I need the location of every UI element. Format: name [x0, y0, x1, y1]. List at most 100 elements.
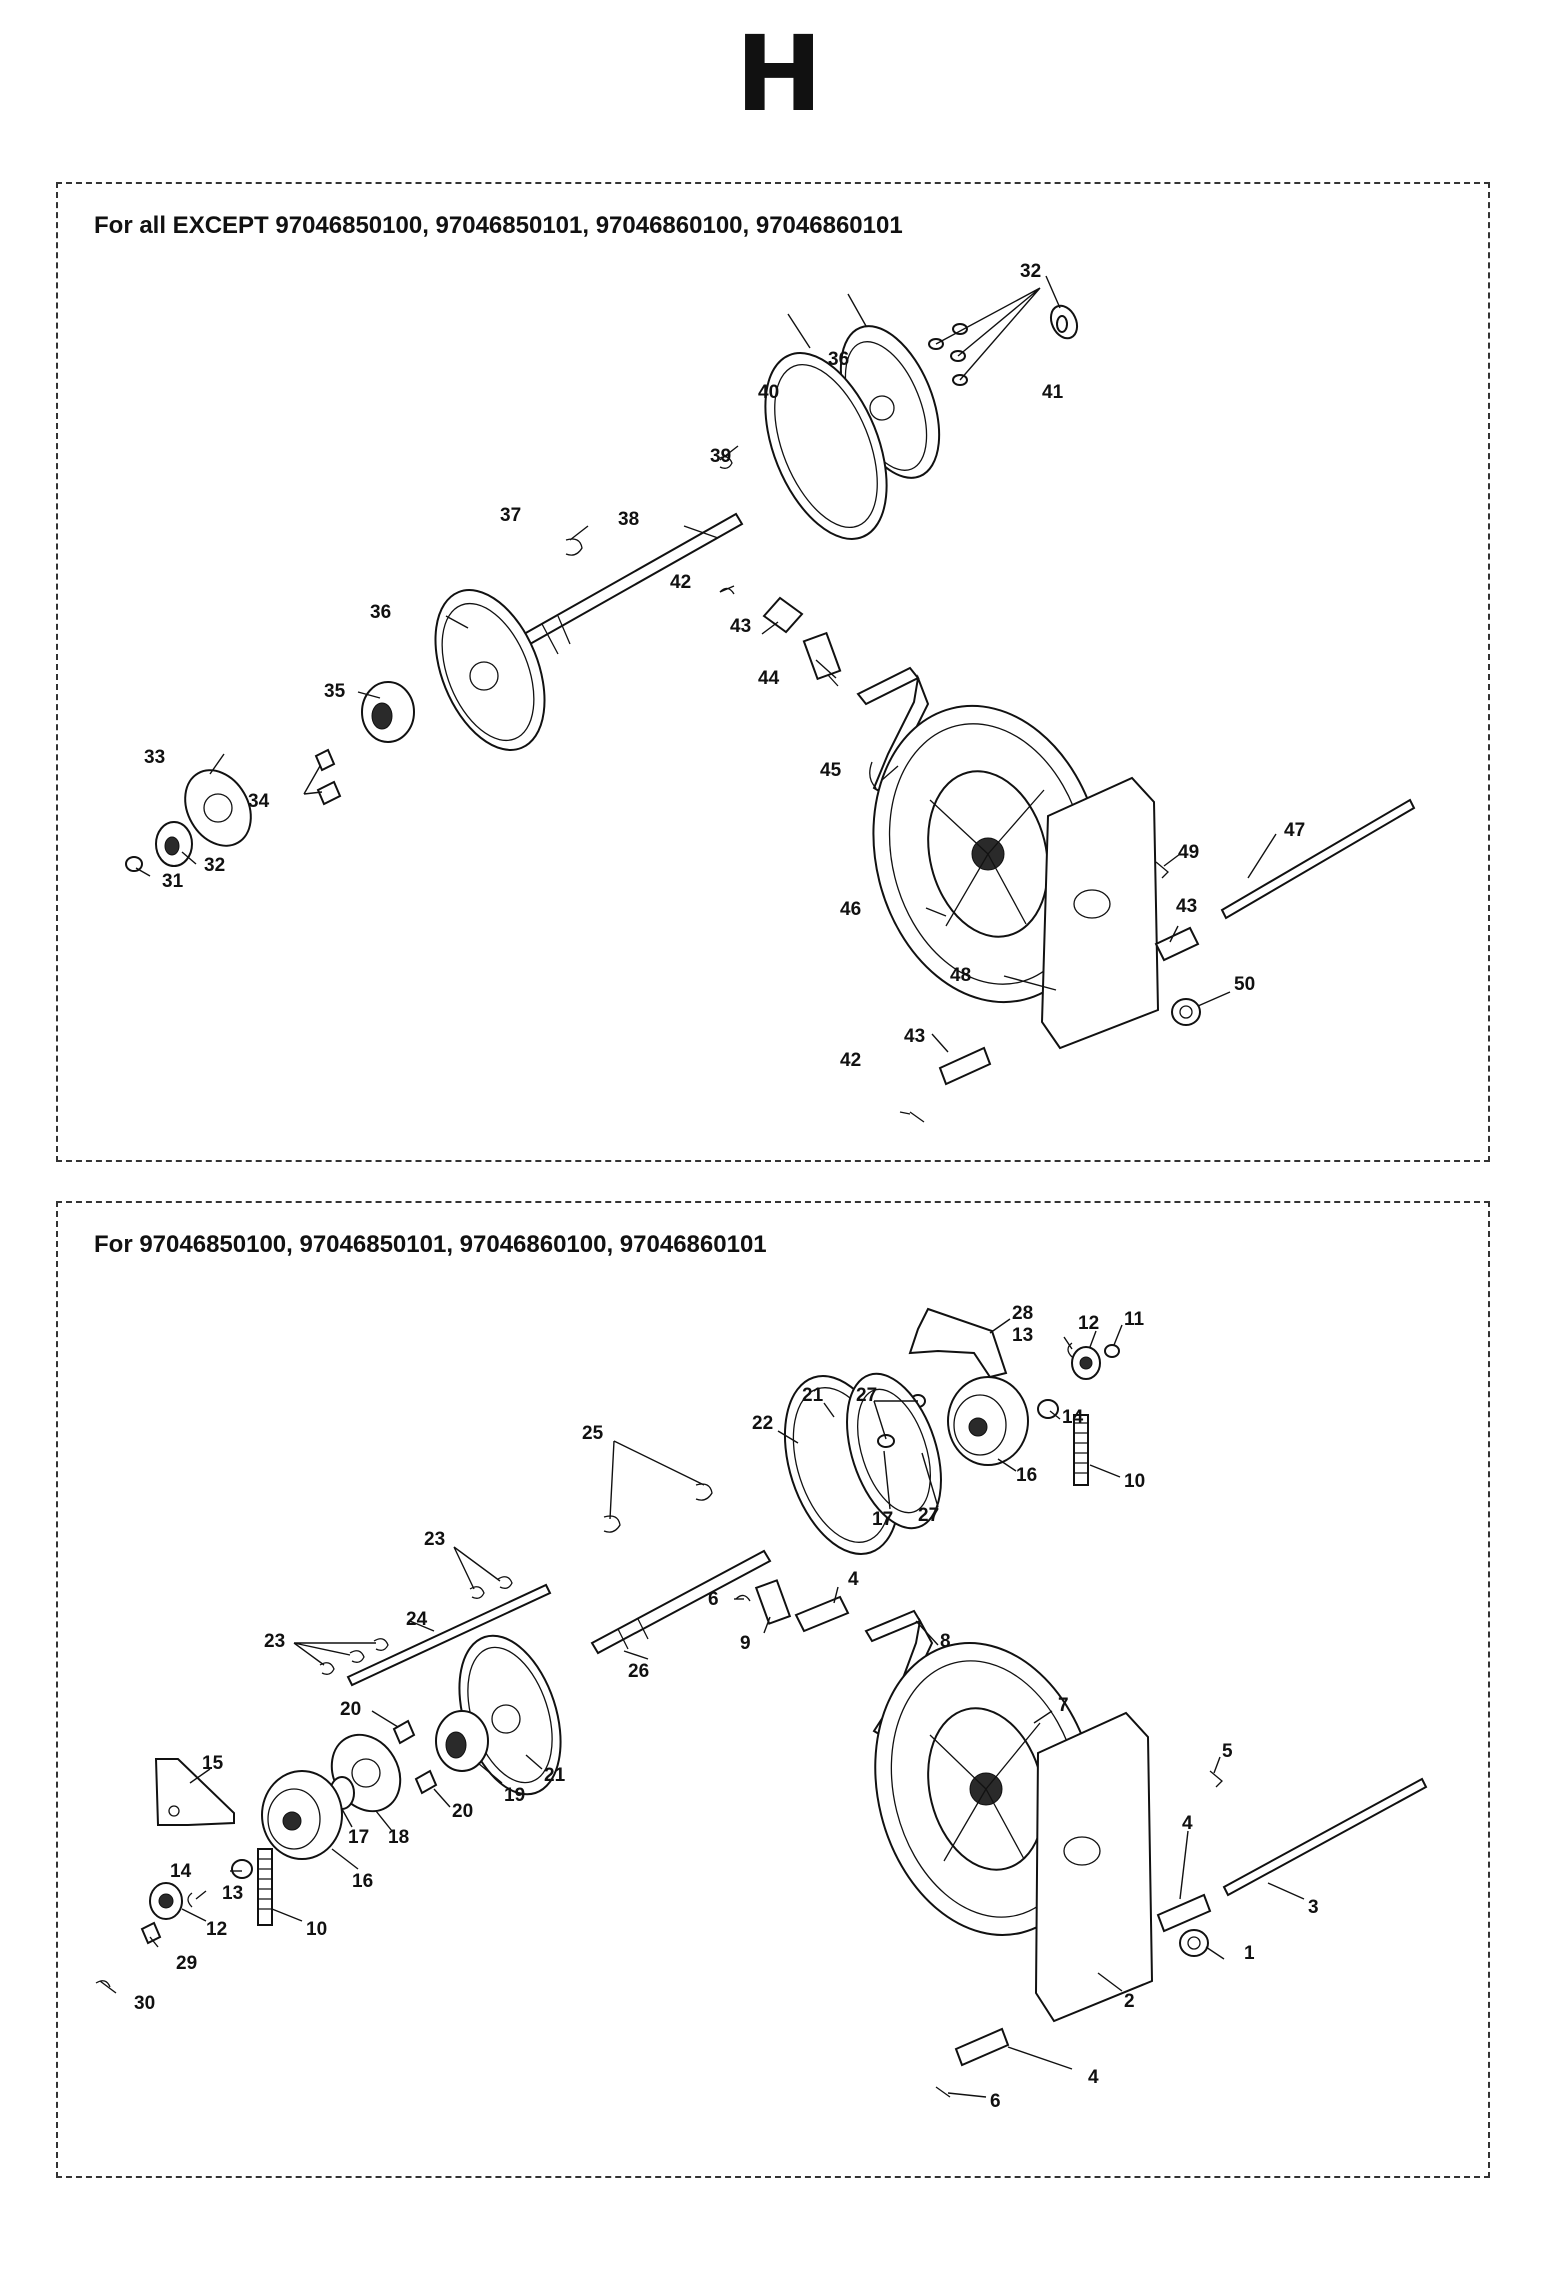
- bracket-part: [908, 1307, 1008, 1379]
- callout-label: 23: [264, 1631, 285, 1652]
- callout-label: 14: [170, 1861, 192, 1882]
- clip-part: [187, 1892, 193, 1908]
- pin-part: [909, 1111, 925, 1123]
- callout-label: 25: [582, 1423, 604, 1444]
- callout-label: 23: [424, 1529, 445, 1550]
- clip-part: [1155, 861, 1169, 879]
- callout-label: 6: [708, 1589, 719, 1610]
- axle-rod-part: [1220, 798, 1416, 920]
- bolt-part: [140, 1921, 162, 1945]
- callout-label: 20: [452, 1801, 473, 1822]
- bracket-part: [329, 1733, 402, 1813]
- callout-label: 41: [1042, 382, 1064, 403]
- callout-label: 45: [820, 760, 842, 781]
- callout-label: 4: [1088, 2067, 1099, 2088]
- callout-label: 8: [940, 1631, 951, 1652]
- callout-label: 22: [752, 1413, 773, 1434]
- axle-rod-part: [346, 1583, 552, 1687]
- callout-label: 24: [406, 1609, 428, 1630]
- nut-part: [125, 856, 143, 872]
- callout-label: 12: [206, 1919, 227, 1940]
- callout-labels: 32 36 41 40 39 37 38 42 43 36 44 35 45 3…: [144, 261, 1305, 1071]
- callout-labels: 28 13 12 11 21 27 14 22 16 10 17 27 25 2…: [134, 1303, 1319, 2112]
- spring-part: [1073, 1414, 1089, 1486]
- leader-lines: [135, 275, 1277, 1115]
- gear-hub-part: [361, 681, 415, 743]
- callout-label: 10: [306, 1919, 327, 1940]
- callout-label: 48: [950, 965, 971, 986]
- callout-label: 26: [628, 1661, 649, 1682]
- callout-label: 42: [840, 1050, 861, 1071]
- clip-part: [95, 1980, 111, 1988]
- callout-label: 18: [388, 1827, 409, 1848]
- bearing-part: [1049, 304, 1079, 340]
- callout-label: 38: [618, 509, 639, 530]
- callout-label: 14: [1062, 1407, 1084, 1428]
- callout-label: 4: [1182, 1813, 1193, 1834]
- callout-label: 20: [340, 1699, 361, 1720]
- bearing-part: [1071, 1346, 1101, 1380]
- callout-label: 16: [352, 1871, 373, 1892]
- callout-label: 3: [1308, 1897, 1319, 1918]
- callout-label: 43: [904, 1026, 925, 1047]
- callout-label: 11: [1124, 1309, 1145, 1330]
- sleeve-part: [794, 1595, 850, 1633]
- spring-part: [754, 1579, 792, 1625]
- spring-part: [802, 631, 842, 687]
- washer-part: [877, 1434, 895, 1448]
- callout-label: 21: [544, 1765, 566, 1786]
- gear-part: [947, 1376, 1029, 1466]
- callout-label: 7: [1058, 1695, 1069, 1716]
- callout-label: 34: [248, 791, 270, 812]
- pin-part: [935, 2086, 951, 2098]
- gear-part: [261, 1770, 343, 1860]
- callout-label: 47: [1284, 820, 1305, 841]
- panel-heading: For all EXCEPT 97046850100, 97046850101,…: [94, 212, 903, 239]
- clip-part: [1209, 1770, 1223, 1788]
- callout-label: 27: [918, 1505, 939, 1526]
- callout-label: 31: [162, 871, 184, 892]
- callout-label: 21: [802, 1385, 824, 1406]
- callout-label: 17: [348, 1827, 369, 1848]
- callout-label: 1: [1244, 1943, 1255, 1964]
- callout-label: 43: [1176, 896, 1197, 917]
- callout-label: 13: [222, 1883, 243, 1904]
- bracket-part: [184, 769, 252, 847]
- frame-plate-part: [1040, 776, 1160, 1050]
- e-clip-set-part: [603, 1483, 713, 1533]
- frame-plate-part: [1034, 1711, 1154, 2023]
- callout-label: 44: [758, 668, 780, 689]
- callout-label: 12: [1078, 1313, 1099, 1334]
- page-letter: H: [735, 13, 823, 135]
- sleeve-part: [938, 1046, 992, 1086]
- callout-label: 16: [1016, 1465, 1037, 1486]
- callout-label: 42: [670, 572, 691, 593]
- nut-set-part: [928, 323, 968, 386]
- bolt-set-part: [392, 1719, 438, 1795]
- axle-rod-part: [1222, 1777, 1428, 1897]
- belt-ring-part: [764, 352, 888, 540]
- callout-label: 35: [324, 681, 346, 702]
- callout-label: 5: [1222, 1741, 1233, 1762]
- callout-label: 2: [1124, 1991, 1135, 2012]
- callout-label: 32: [204, 855, 225, 876]
- callout-label: 33: [144, 747, 165, 768]
- exploded-parts-diagram: 32 36 41 40 39 37 38 42 43 36 44 35 45 3…: [125, 261, 1416, 1123]
- callout-label: 37: [500, 505, 521, 526]
- callout-label: 39: [710, 446, 731, 467]
- pin-part: [735, 1594, 751, 1602]
- callout-label: 29: [176, 1953, 197, 1974]
- callout-label: 40: [758, 382, 779, 403]
- bolt-set-part: [314, 748, 342, 806]
- exploded-view-panel-specific-models: For 97046850100, 97046850101, 9704686010…: [56, 1201, 1490, 2178]
- callout-label: 36: [370, 602, 391, 623]
- sleeve-part: [954, 2027, 1010, 2067]
- nut-part: [1104, 1344, 1120, 1358]
- panel-heading: For 97046850100, 97046850101, 9704686010…: [94, 1231, 767, 1258]
- e-clip-part: [565, 538, 583, 556]
- pulley-drum-part: [783, 1372, 942, 1555]
- callout-label: 27: [856, 1385, 877, 1406]
- flange-nut-part: [1171, 998, 1201, 1026]
- callout-label: 32: [1020, 261, 1041, 282]
- pin-part: [762, 596, 804, 634]
